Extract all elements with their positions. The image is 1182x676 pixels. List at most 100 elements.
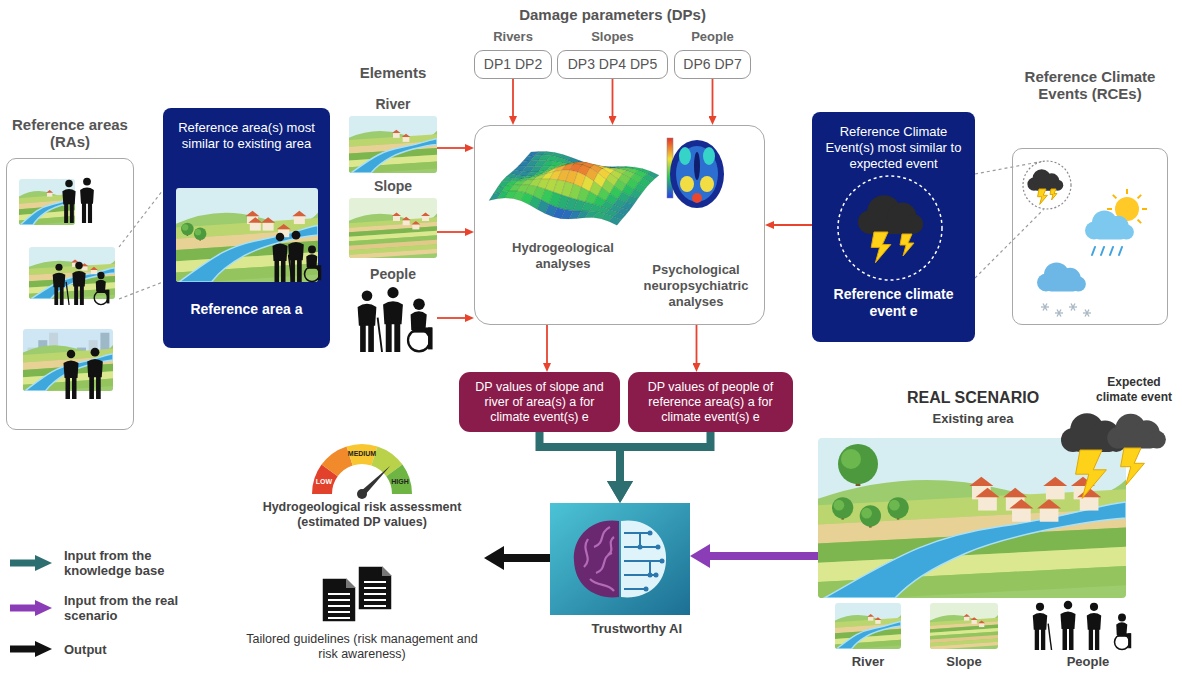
snow-icon [1071, 304, 1075, 311]
surface-plot [582, 162, 594, 167]
house-icon [971, 620, 976, 624]
zoom-leader [975, 162, 1042, 175]
surface-plot [586, 168, 598, 181]
tree-icon [194, 227, 207, 240]
landscape-illustration [19, 210, 75, 220]
surface-plot [537, 179, 549, 189]
document-icon [364, 605, 386, 607]
output-illustration [240, 438, 484, 628]
surface-plot [614, 169, 626, 174]
surface-plot [493, 186, 505, 194]
landscape-illustration [19, 194, 75, 204]
person-silhouette [82, 202, 86, 223]
surface-plot [531, 155, 543, 161]
surface-plot [557, 195, 569, 210]
box-label: Tailored guidelines (risk management and… [240, 632, 484, 662]
house-icon [72, 263, 78, 267]
person-silhouette [288, 242, 304, 260]
ai-illustration [624, 588, 646, 590]
surface-plot [606, 194, 618, 205]
surface-plot [578, 165, 590, 176]
person-silhouette [289, 255, 293, 283]
real-scenario: REAL SCENARIOExisting area [818, 388, 1128, 600]
house-icon [412, 224, 419, 229]
surface-plot [505, 181, 517, 186]
surface-plot [538, 166, 550, 172]
legend-arrow [8, 640, 54, 658]
surface-plot [626, 196, 638, 205]
house-icon [1009, 499, 1033, 522]
person-silhouette [62, 189, 75, 204]
ai-illustration [590, 579, 614, 591]
surface-plot [509, 185, 521, 191]
document-icon [364, 587, 386, 589]
brain-scan [694, 152, 700, 180]
surface-plot [602, 180, 614, 194]
snow-icon [1069, 306, 1077, 307]
surface-plot [611, 167, 623, 169]
cloud-icon [1085, 210, 1134, 239]
person-silhouette [1115, 635, 1130, 650]
landscape-illustration [930, 603, 998, 649]
tree-icon [889, 500, 900, 511]
person-silhouette [408, 329, 430, 351]
document-icon [328, 599, 350, 601]
ai-illustration [624, 532, 650, 534]
house-icon [90, 267, 98, 274]
surface-plot [506, 173, 518, 178]
house-icon [47, 193, 52, 197]
landscape-illustration [818, 480, 1126, 598]
snow-icon [1083, 310, 1091, 317]
ai-illustration [624, 560, 662, 562]
person-silhouette [1087, 603, 1101, 650]
landscape-illustration [835, 603, 901, 649]
connector-arrow [512, 79, 514, 116]
box-label: Trustworthy AI [550, 621, 690, 637]
house-icon [81, 263, 89, 270]
document-icon [328, 611, 350, 613]
legend-arrow [10, 605, 36, 612]
house-icon [874, 617, 881, 624]
legend-text: Output [64, 642, 182, 657]
surface-plot [569, 211, 581, 219]
snow-icon [1043, 304, 1047, 311]
landscape-illustration [176, 263, 318, 282]
zoom-leader [119, 190, 163, 247]
tree-icon [195, 229, 201, 235]
landscape-illustration [835, 603, 901, 649]
person-silhouette [1061, 601, 1076, 650]
cloud-icon [1027, 169, 1063, 190]
landscape-illustration [176, 229, 318, 250]
cloud-icon [1094, 229, 1126, 240]
legend-arrow [35, 555, 52, 571]
surface-plot [527, 151, 539, 156]
house-icon [1037, 499, 1061, 508]
house-icon [1071, 477, 1095, 500]
surface-plot [574, 162, 586, 164]
surface-plot [522, 176, 534, 179]
surface-plot [603, 167, 615, 169]
surface-plot [526, 160, 538, 166]
surface-plot [547, 156, 559, 162]
surface-plot [534, 174, 546, 180]
person-silhouette [318, 265, 321, 280]
house-icon [392, 130, 401, 138]
person-silhouette [87, 348, 103, 399]
surface-plot [518, 178, 530, 181]
rain-drop [1119, 247, 1122, 255]
house-icon [393, 216, 400, 221]
box-label: Reference climate event e [820, 286, 967, 320]
landscape-illustration [31, 268, 115, 299]
surface-plot [553, 180, 565, 195]
house-icon [422, 216, 429, 221]
surface-plot [555, 157, 567, 163]
tree-icon [861, 508, 872, 519]
landscape-illustration [23, 329, 113, 391]
landscape-illustration [930, 603, 998, 649]
landscape-illustration [818, 566, 1126, 598]
tree-icon [841, 449, 861, 469]
surface-plot [561, 181, 573, 197]
dp-values-box: DP values of people of reference area(s)… [628, 372, 793, 432]
surface-plot [622, 203, 634, 211]
